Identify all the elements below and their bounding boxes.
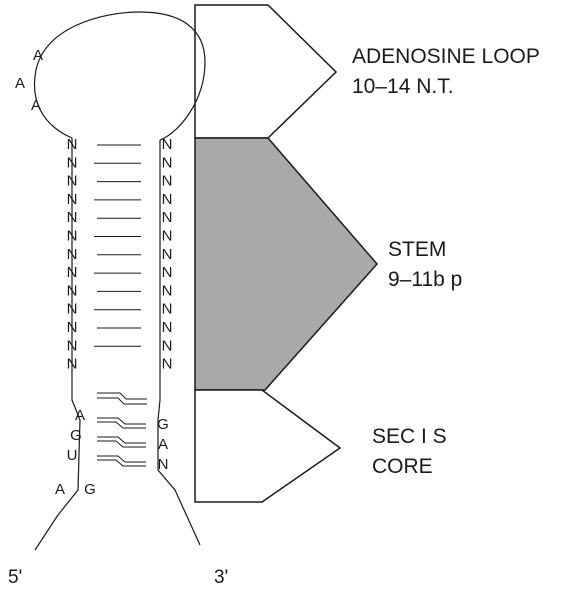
core-pair-mark bbox=[97, 455, 146, 463]
secis-core-label: SEC I S CORE bbox=[372, 422, 447, 482]
stem-left-base: N bbox=[67, 356, 78, 373]
adenosine-loop-label: ADENOSINE LOOP 10–14 N.T. bbox=[352, 42, 540, 102]
stem-left-base: N bbox=[67, 337, 78, 354]
adenosine-loop-size: 10–14 N.T. bbox=[352, 75, 454, 98]
core-pair-mark bbox=[97, 392, 147, 400]
core-pair-mark bbox=[97, 421, 146, 429]
core-pair-mark bbox=[97, 459, 146, 467]
core-right-base: G bbox=[157, 416, 169, 433]
stem-right-base: N bbox=[162, 282, 173, 299]
stem-right-base: N bbox=[162, 246, 173, 263]
core-left-base: G bbox=[70, 427, 82, 444]
adenosine-loop-region bbox=[194, 4, 338, 139]
stem-left-base: N bbox=[67, 154, 78, 171]
core-pair-mark bbox=[97, 436, 146, 444]
stem-left-base: N bbox=[67, 246, 78, 263]
tail-base: A bbox=[55, 481, 65, 498]
stem-right-base: N bbox=[162, 356, 173, 373]
core-right-base: A bbox=[158, 436, 168, 453]
stem-left-base: N bbox=[67, 319, 78, 336]
loop-base-a: A bbox=[15, 75, 25, 92]
core-left-base: A bbox=[75, 407, 85, 424]
adenosine-loop-title: ADENOSINE LOOP bbox=[352, 45, 540, 68]
three-prime-label: 3' bbox=[214, 567, 229, 588]
stem-right-base: N bbox=[162, 154, 173, 171]
core-right-base: N bbox=[158, 456, 169, 473]
core-pair-mark bbox=[97, 397, 147, 405]
stem-left-base: N bbox=[67, 209, 78, 226]
stem-right-base: N bbox=[162, 228, 173, 245]
stem-left-base: N bbox=[67, 264, 78, 281]
stem-right-base: N bbox=[162, 191, 173, 208]
stem-right-base: N bbox=[162, 337, 173, 354]
stem-title: STEM bbox=[388, 238, 447, 261]
stem-right-base: N bbox=[162, 319, 173, 336]
loop-base-a: A bbox=[33, 47, 43, 64]
stem-region bbox=[194, 137, 378, 391]
loop-backbone bbox=[33, 11, 206, 141]
stem-label: STEM 9–11b p bbox=[388, 235, 462, 295]
tail-base: G bbox=[84, 481, 96, 498]
stem-left-base: N bbox=[67, 191, 78, 208]
stem-left-base: N bbox=[67, 173, 78, 190]
stem-left-base: N bbox=[67, 228, 78, 245]
left-strand-backbone bbox=[34, 138, 81, 551]
stem-size: 9–11b p bbox=[388, 268, 463, 291]
stem-right-base: N bbox=[162, 209, 173, 226]
stem-right-base: N bbox=[162, 301, 173, 318]
stem-right-base: N bbox=[162, 264, 173, 281]
secis-core-title: SEC I S bbox=[372, 425, 447, 448]
stem-left-base: N bbox=[67, 301, 78, 318]
core-pair-mark bbox=[97, 417, 146, 425]
secis-core-region bbox=[194, 389, 342, 503]
secis-core-sub: CORE bbox=[372, 455, 433, 478]
loop-base-a: A bbox=[31, 97, 41, 114]
core-pair-mark bbox=[97, 440, 146, 448]
stem-left-base: N bbox=[67, 282, 78, 299]
right-strand-backbone bbox=[157, 140, 201, 546]
stem-left-base: N bbox=[67, 136, 78, 153]
stem-right-base: N bbox=[162, 136, 173, 153]
core-left-base: U bbox=[67, 447, 78, 464]
five-prime-label: 5' bbox=[8, 567, 23, 588]
stem-right-base: N bbox=[162, 173, 173, 190]
